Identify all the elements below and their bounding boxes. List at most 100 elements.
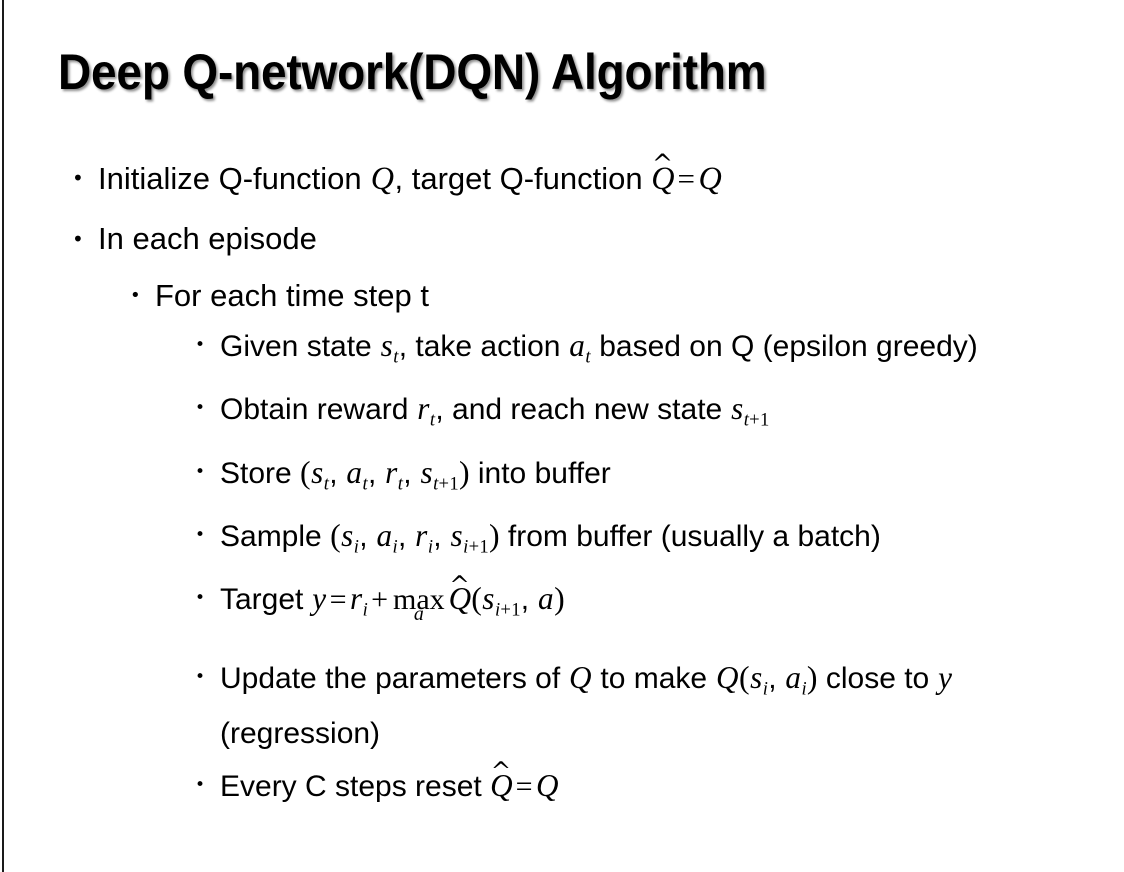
bullet-initialize: • Initialize Q-function Q, target Q-func… bbox=[72, 148, 1124, 209]
bullet-obtain-reward: • Obtain reward rt, and reach new state … bbox=[195, 386, 1100, 442]
bullet-list-level-3: • Given state st, take action at based o… bbox=[0, 323, 1124, 809]
math-r-subscript: t bbox=[429, 409, 436, 431]
bullet-text: Store (st, at, rt, st+1) into buffer bbox=[220, 450, 1100, 506]
math-paren-close: ) bbox=[488, 517, 500, 553]
comma: , bbox=[520, 583, 538, 617]
math-paren-close: ) bbox=[458, 454, 470, 490]
math-max-underscript: a bbox=[413, 603, 424, 626]
math-s-subscript: t bbox=[323, 472, 330, 494]
math-paren-close: ) bbox=[806, 659, 818, 695]
obtain-reward-pre: Obtain reward bbox=[220, 393, 417, 427]
bullet-text: Every C steps reset ^Q=Q bbox=[220, 758, 1100, 809]
math-r: r bbox=[417, 391, 430, 427]
math-r: r bbox=[385, 454, 398, 490]
bullet-marker-icon: • bbox=[195, 398, 206, 419]
math-r-subscript: i bbox=[427, 536, 434, 558]
sub-offset: +1 bbox=[500, 599, 521, 621]
sub-var: t bbox=[433, 472, 439, 494]
math-q: Q bbox=[536, 767, 559, 803]
math-s: s bbox=[311, 454, 324, 490]
bullet-text: Obtain reward rt, and reach new state st… bbox=[220, 386, 1100, 442]
math-r-subscript: t bbox=[397, 472, 404, 494]
math-q-hat: ^Q bbox=[651, 151, 675, 196]
hat-accent-icon: ^ bbox=[449, 569, 470, 599]
math-r: r bbox=[415, 517, 428, 553]
sub-var: t bbox=[743, 409, 750, 431]
math-q-2: Q bbox=[698, 160, 722, 196]
hat-accent-icon: ^ bbox=[651, 148, 674, 178]
math-s-subscript: i bbox=[353, 536, 360, 558]
math-a: a bbox=[785, 659, 801, 695]
sub-var: i bbox=[494, 599, 501, 621]
comma-3: , bbox=[403, 456, 420, 490]
math-s-subscript: i bbox=[762, 677, 769, 699]
comma-1: , bbox=[359, 519, 376, 553]
sub-offset: +1 bbox=[438, 472, 459, 494]
math-max-label: max bbox=[393, 583, 445, 617]
bullet-initialize-mid: , target Q-function bbox=[394, 161, 652, 196]
bullet-store-transition: • Store (st, at, rt, st+1) into buffer bbox=[195, 450, 1100, 506]
update-tail: (regression) bbox=[220, 716, 381, 750]
math-y: y bbox=[312, 581, 327, 617]
math-s-subscript: t+1 bbox=[744, 410, 770, 431]
slide-body: • Initialize Q-function Q, target Q-func… bbox=[0, 148, 1124, 816]
sub-var: i bbox=[463, 536, 469, 558]
math-a-subscript: t bbox=[362, 472, 368, 494]
math-a: a bbox=[569, 328, 585, 363]
math-s-next-subscript: t+1 bbox=[433, 473, 459, 494]
update-post: close to bbox=[817, 661, 938, 695]
bullet-update-parameters: • Update the parameters of Q to make Q(s… bbox=[195, 655, 1100, 756]
obtain-reward-mid: , and reach new state bbox=[435, 393, 731, 427]
math-s-next: s bbox=[420, 454, 433, 490]
hat-accent-icon: ^ bbox=[490, 756, 512, 786]
comma-3: , bbox=[433, 519, 450, 553]
math-s: s bbox=[380, 328, 393, 363]
math-equals: = bbox=[677, 161, 696, 196]
bullet-given-state: • Given state st, take action at based o… bbox=[195, 323, 1100, 379]
bullet-list-level-2: • For each time step t bbox=[0, 269, 1124, 323]
math-paren-open: ( bbox=[738, 659, 750, 695]
bullet-text: Given state st, take action at based on … bbox=[220, 323, 1100, 379]
math-a: a bbox=[346, 454, 363, 490]
bullet-marker-icon: • bbox=[72, 227, 84, 251]
math-q-2: Q bbox=[715, 659, 739, 695]
math-s: s bbox=[482, 581, 495, 617]
sample-post: from buffer (usually a batch) bbox=[499, 519, 881, 553]
math-a-subscript: i bbox=[392, 536, 398, 558]
math-a-subscript: i bbox=[801, 677, 807, 699]
bullet-initialize-pre: Initialize Q-function bbox=[98, 161, 371, 196]
given-state-post: based on Q (epsilon greedy) bbox=[590, 330, 978, 363]
comma-2: , bbox=[367, 456, 385, 490]
given-state-mid: , take action bbox=[398, 330, 569, 363]
math-r-subscript: i bbox=[362, 599, 369, 621]
math-a: a bbox=[537, 581, 554, 617]
bullet-marker-icon: • bbox=[195, 524, 206, 545]
bullet-text: Sample (si, ai, ri, si+1) from buffer (u… bbox=[220, 513, 1100, 569]
store-post: into buffer bbox=[469, 456, 611, 490]
math-s-next-subscript: i+1 bbox=[463, 536, 489, 557]
sub-offset: +1 bbox=[468, 536, 489, 558]
math-q-hat: ^Q bbox=[449, 572, 472, 615]
math-q-hat-base: Q bbox=[651, 160, 675, 196]
math-s: s bbox=[341, 517, 354, 553]
math-r: r bbox=[349, 581, 363, 617]
page-title: Deep Q-network(DQN) Algorithm bbox=[58, 44, 767, 100]
reset-pre: Every C steps reset bbox=[220, 769, 491, 803]
math-paren-open: ( bbox=[300, 454, 311, 490]
comma: , bbox=[768, 661, 785, 695]
bullet-marker-icon: • bbox=[195, 588, 206, 609]
update-mid: to make bbox=[592, 661, 716, 695]
bullet-text: In each episode bbox=[98, 221, 317, 256]
bullet-marker-icon: • bbox=[130, 285, 141, 306]
bullet-list-level-1: • Initialize Q-function Q, target Q-func… bbox=[0, 148, 1124, 269]
math-s-next: s bbox=[450, 517, 463, 553]
bullet-marker-icon: • bbox=[195, 774, 206, 795]
bullet-marker-icon: • bbox=[72, 166, 84, 190]
math-paren-open: ( bbox=[330, 517, 341, 553]
math-paren-close: ) bbox=[554, 581, 565, 617]
bullet-text: Initialize Q-function Q, target Q-functi… bbox=[98, 148, 1124, 209]
math-plus: + bbox=[371, 583, 389, 617]
